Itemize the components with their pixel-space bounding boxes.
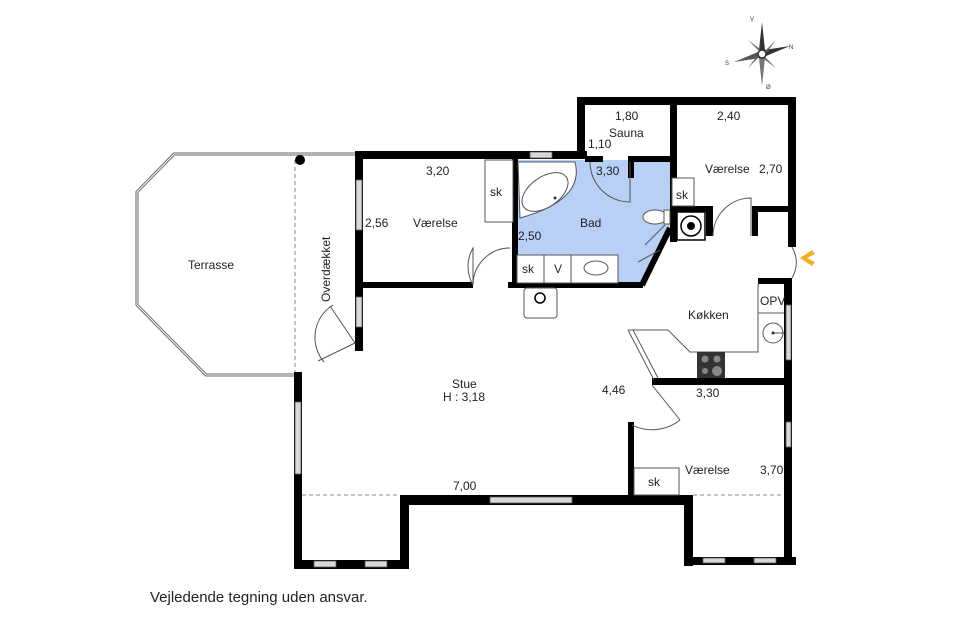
- room-label-vaerelse-se: Værelse: [685, 463, 730, 477]
- compass-south-label: S: [725, 61, 729, 67]
- dim-bad-depth: 2,50: [518, 229, 542, 243]
- room-label-stue: Stue: [452, 377, 477, 391]
- fixture-v-bad: V: [554, 262, 562, 276]
- room-height-stue: H : 3,18: [443, 390, 485, 404]
- room-label-overdaekket: Overdækket: [319, 236, 333, 302]
- dim-stue-depth: 4,46: [602, 383, 626, 397]
- room-label-terrasse: Terrasse: [188, 258, 234, 272]
- room-label-vaerelse-ne: Værelse: [705, 162, 750, 176]
- room-label-vaerelse-west: Værelse: [413, 216, 458, 230]
- fixture-sk-ne: sk: [676, 188, 689, 202]
- compass-east-label: Ø: [766, 85, 771, 91]
- dim-vaerelse-west-depth: 2,56: [365, 216, 389, 230]
- dim-vaerelse-ne-width: 2,40: [717, 109, 741, 123]
- fixture-opv: OPV: [760, 294, 785, 308]
- compass-west-label: V: [750, 17, 754, 23]
- room-label-bad: Bad: [580, 216, 601, 230]
- dim-vaerelse-ne-depth: 2,70: [759, 162, 783, 176]
- post-icon: [295, 155, 305, 165]
- fixture-sk-se: sk: [648, 475, 661, 489]
- dim-stue-width: 7,00: [453, 479, 477, 493]
- doors: [314, 161, 797, 431]
- disclaimer-text: Vejledende tegning uden ansvar.: [150, 589, 368, 606]
- room-label-koekken: Køkken: [688, 308, 729, 322]
- dim-sauna-depth: 1,10: [588, 137, 612, 151]
- fixtures: [302, 159, 784, 496]
- compass-icon: V N S Ø: [725, 17, 793, 91]
- entrance-arrow-icon: [800, 250, 815, 266]
- compass-north-label: N: [789, 45, 793, 51]
- fixture-sk-west: sk: [490, 185, 503, 199]
- dim-vaerelse-se-depth: 3,70: [760, 463, 784, 477]
- terrace-outline: [135, 152, 357, 377]
- dim-vaerelse-se-width: 3,30: [696, 386, 720, 400]
- dim-sauna-width: 1,80: [615, 109, 639, 123]
- fixture-sk-bad: sk: [522, 262, 535, 276]
- dim-bad-width: 3,30: [596, 164, 620, 178]
- dim-vaerelse-west-width: 3,20: [426, 164, 450, 178]
- room-label-sauna: Sauna: [609, 126, 644, 140]
- windows: [294, 151, 792, 568]
